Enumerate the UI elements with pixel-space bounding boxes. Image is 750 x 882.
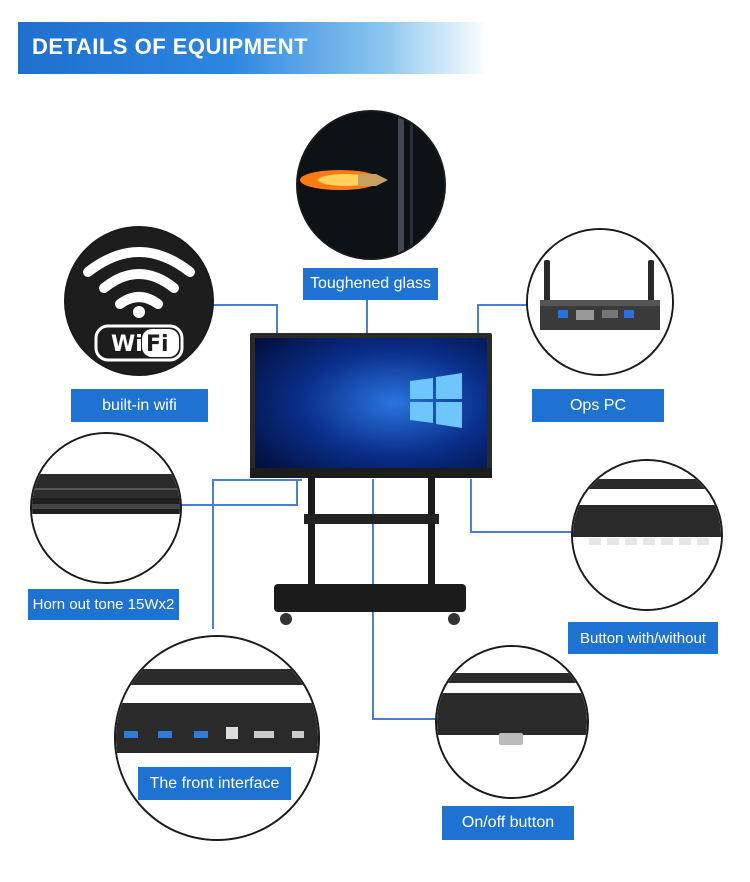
- connector-ops-h: [477, 304, 529, 306]
- connector-button-v: [470, 479, 472, 533]
- ops-pc-image: [526, 228, 674, 376]
- button-image: [571, 459, 723, 611]
- connector-ops-v: [477, 304, 479, 336]
- connector-glass: [366, 300, 368, 335]
- banner-title: DETAILS OF EQUIPMENT: [32, 34, 309, 59]
- wifi-logo-fi: Fi: [146, 332, 169, 357]
- label-ops-pc: Ops PC: [532, 389, 664, 422]
- connector-front-v: [212, 479, 214, 629]
- windows-logo-icon: [410, 373, 462, 428]
- connector-front-h: [212, 479, 302, 481]
- connector-wifi-v: [276, 304, 278, 336]
- label-horn: Horn out tone 15Wx2: [28, 589, 179, 620]
- label-button: Button with/without: [568, 622, 718, 654]
- section-banner: DETAILS OF EQUIPMENT: [18, 22, 488, 74]
- horn-image: [30, 432, 182, 584]
- onoff-image: [435, 645, 589, 799]
- toughened-glass-image: [296, 110, 446, 260]
- connector-horn-h: [178, 504, 298, 506]
- connector-horn-v: [296, 480, 298, 506]
- wifi-icon: [83, 247, 195, 309]
- display-stand: [272, 478, 472, 628]
- front-interface-image: [114, 635, 320, 841]
- wifi-image: Wi Fi: [64, 226, 214, 376]
- label-onoff: On/off button: [442, 806, 574, 840]
- interactive-display: [250, 333, 492, 478]
- label-front-interface: The front interface: [138, 767, 291, 800]
- label-toughened-glass: Toughened glass: [303, 268, 438, 300]
- label-wifi: built-in wifi: [71, 389, 208, 422]
- wifi-logo-wi: Wi: [111, 332, 143, 357]
- connector-onoff-h: [372, 718, 438, 720]
- connector-button-h: [470, 531, 574, 533]
- connector-wifi-h: [200, 304, 278, 306]
